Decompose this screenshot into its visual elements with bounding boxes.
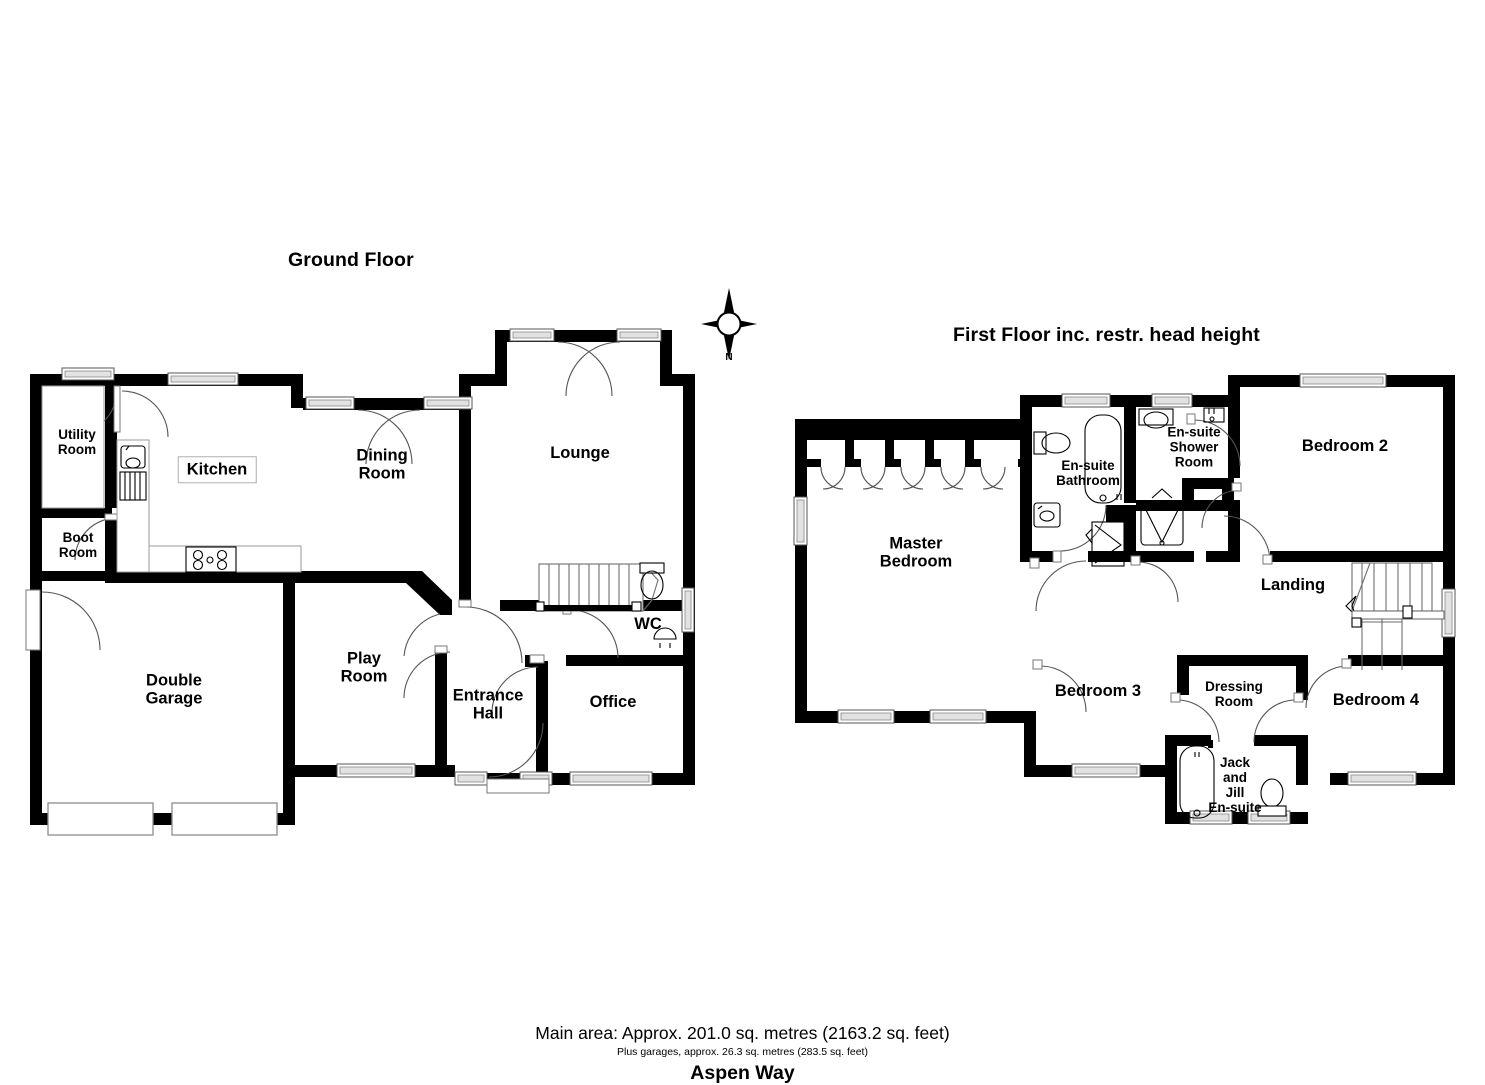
wc-toilet-icon — [639, 562, 665, 600]
window — [837, 709, 895, 724]
room-label-bedroom-3: Bedroom 3 — [1054, 681, 1142, 700]
garage-doors — [47, 802, 278, 836]
room-label-boot-room: Boot Room — [58, 529, 98, 560]
room-label-office: Office — [589, 692, 637, 711]
window — [509, 328, 555, 342]
shower-tray-icon — [1140, 488, 1184, 546]
kitchen-sink-icon — [120, 445, 146, 469]
toilet-icon — [1257, 778, 1287, 817]
window — [305, 396, 355, 410]
room-label-en-suite-shower-room: En-suite Shower Room — [1167, 424, 1221, 470]
window — [616, 328, 662, 342]
window — [1347, 771, 1417, 786]
window — [793, 496, 808, 546]
first-floor-geometry — [793, 373, 1456, 825]
window — [1151, 393, 1193, 408]
compass-rose-icon — [701, 288, 757, 360]
room-label-dining-room: Dining Room — [356, 446, 408, 483]
window — [1299, 373, 1387, 388]
footer-address: Aspen Way — [690, 1062, 795, 1084]
room-label-utility-room: Utility Room — [57, 426, 97, 457]
window — [1071, 763, 1141, 778]
window — [454, 771, 488, 786]
window — [569, 771, 653, 786]
room-label-lounge: Lounge — [550, 443, 610, 462]
window — [61, 367, 115, 381]
room-label-jack-and-jill-en-suite: Jack and Jill En-suite — [1208, 754, 1262, 816]
room-label-en-suite-bathroom: En-suite Bathroom — [1056, 457, 1120, 488]
first-floor-internal-walls — [807, 407, 1443, 748]
wc-basin-icon — [653, 627, 677, 648]
kitchen-appliance-icon — [119, 471, 147, 501]
door — [25, 589, 101, 651]
toilet-icon — [1033, 431, 1071, 455]
room-label-entrance-hall: Entrance Hall — [452, 686, 524, 723]
toilet-icon — [1203, 407, 1225, 423]
room-label-kitchen: Kitchen — [177, 456, 257, 484]
bathtub-icon — [1084, 414, 1122, 504]
room-label-dressing-room: Dressing Room — [1205, 678, 1263, 709]
basin-icon — [1138, 408, 1174, 429]
ground-floor-fixtures — [41, 385, 677, 836]
room-label-bedroom-4: Bedroom 4 — [1332, 690, 1420, 709]
shower-cubicle-icon — [1085, 521, 1125, 567]
room-label-bedroom-2: Bedroom 2 — [1301, 436, 1389, 455]
window — [1189, 810, 1233, 825]
kitchen-hob-icon — [185, 546, 237, 573]
window — [681, 587, 695, 633]
room-label-wc: WC — [634, 614, 662, 633]
compass-north-label: N — [725, 352, 733, 363]
room-label-double-garage: Double Garage — [145, 671, 203, 708]
footer-main-area: Main area: Approx. 201.0 sq. metres (216… — [535, 1023, 950, 1043]
front-door — [486, 722, 550, 794]
first-floor-windows — [793, 373, 1456, 825]
ground-floor-doors — [25, 341, 621, 794]
room-label-landing: Landing — [1260, 575, 1326, 594]
first-floor-staircase — [1345, 562, 1445, 670]
window — [423, 396, 473, 410]
bathtub-icon — [1179, 745, 1215, 819]
window — [929, 709, 987, 724]
room-label-master-bedroom: Master Bedroom — [879, 534, 953, 571]
room-label-play-room: Play Room — [340, 649, 388, 686]
window — [1061, 393, 1111, 408]
ground-floor-geometry — [25, 328, 695, 836]
ground-floor-staircase — [535, 563, 659, 612]
basin-icon — [1033, 502, 1061, 528]
window — [336, 763, 416, 778]
footer-garages-area: Plus garages, approx. 26.3 sq. metres (2… — [617, 1046, 868, 1058]
window — [167, 372, 239, 386]
first-floor-fixtures — [1033, 407, 1445, 819]
ground-floor-title: Ground Floor — [288, 249, 414, 271]
first-floor-title: First Floor inc. restr. head height — [953, 324, 1260, 346]
